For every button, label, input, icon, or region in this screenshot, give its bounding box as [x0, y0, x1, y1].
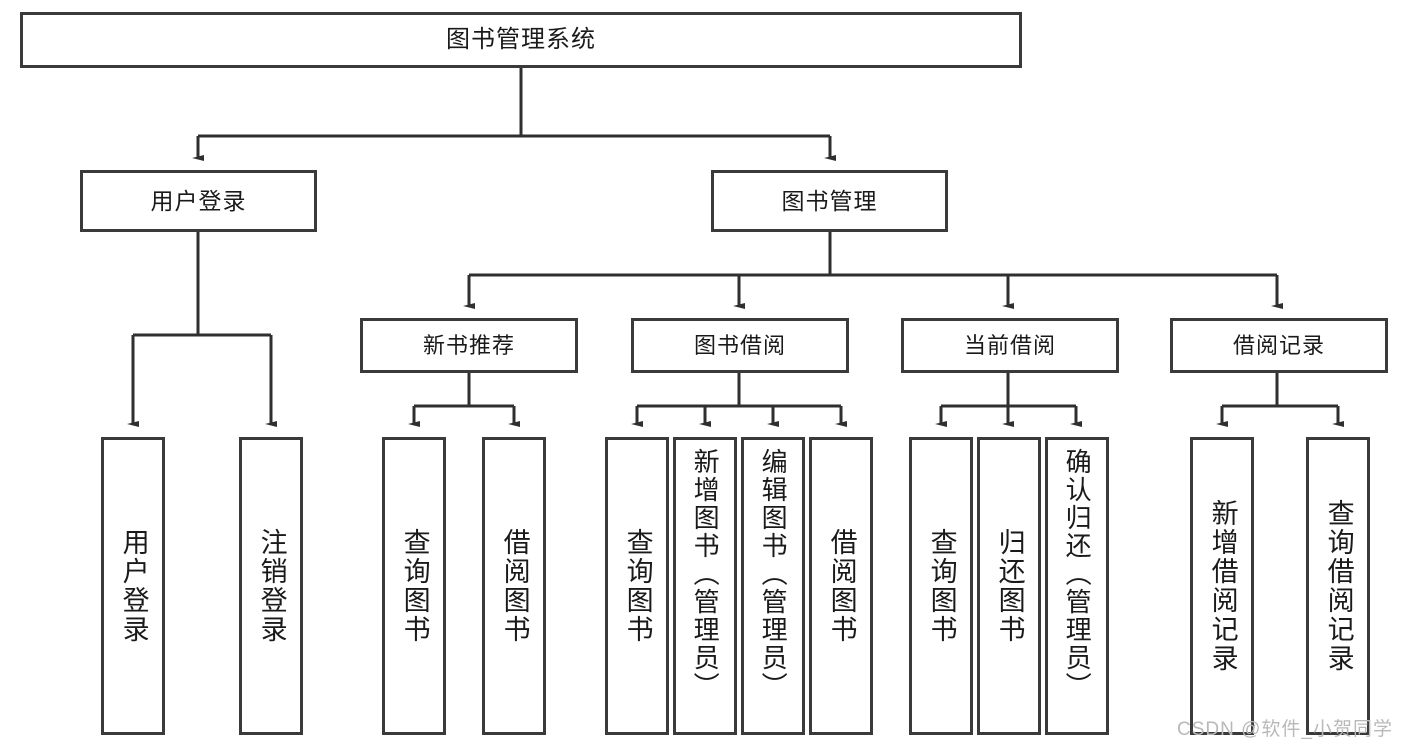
leaf-edit-book-admin[interactable]: 编辑图书（管理员） [741, 437, 805, 735]
node-borrow-record-label: 借阅记录 [1232, 332, 1325, 358]
leaf-return-book-label: 归还图书 [994, 528, 1025, 644]
watermark: CSDN @软件_小贺同学 [1177, 719, 1393, 740]
node-current-borrow[interactable]: 当前借阅 [901, 318, 1119, 373]
leaf-logout[interactable]: 注销登录 [239, 437, 303, 735]
node-new-book-recommend-label: 新书推荐 [422, 332, 515, 358]
node-current-borrow-label: 当前借阅 [963, 332, 1056, 358]
node-book-borrow[interactable]: 图书借阅 [631, 318, 849, 373]
leaf-return-book[interactable]: 归还图书 [977, 437, 1041, 735]
leaf-logout-label: 注销登录 [256, 528, 287, 644]
leaf-confirm-return-admin[interactable]: 确认归还（管理员） [1045, 437, 1109, 735]
leaf-add-book-admin-label: 新增图书（管理员） [690, 448, 721, 700]
leaf-user-login-label: 用户登录 [118, 528, 149, 644]
leaf-add-book-admin[interactable]: 新增图书（管理员） [673, 437, 737, 735]
node-borrow-record[interactable]: 借阅记录 [1170, 318, 1388, 373]
leaf-borrow-book[interactable]: 借阅图书 [809, 437, 873, 735]
leaf-query-book-recommend-label: 查询图书 [399, 528, 430, 644]
leaf-borrow-book-recommend[interactable]: 借阅图书 [482, 437, 546, 735]
leaf-confirm-return-admin-label: 确认归还（管理员） [1062, 448, 1093, 700]
leaf-add-borrow-record[interactable]: 新增借阅记录 [1190, 437, 1254, 735]
node-user-login[interactable]: 用户登录 [80, 170, 317, 232]
node-book-management-label: 图书管理 [781, 187, 878, 214]
node-new-book-recommend[interactable]: 新书推荐 [360, 318, 578, 373]
leaf-add-borrow-record-label: 新增借阅记录 [1207, 499, 1238, 673]
leaf-borrow-book-label: 借阅图书 [826, 528, 857, 644]
leaf-edit-book-admin-label: 编辑图书（管理员） [758, 448, 789, 700]
node-book-management[interactable]: 图书管理 [711, 170, 948, 232]
leaf-query-book-borrow[interactable]: 查询图书 [605, 437, 669, 735]
leaf-query-book-recommend[interactable]: 查询图书 [382, 437, 446, 735]
leaf-query-borrow-record[interactable]: 查询借阅记录 [1306, 437, 1370, 735]
leaf-user-login[interactable]: 用户登录 [101, 437, 165, 735]
node-book-borrow-label: 图书借阅 [693, 332, 786, 358]
node-root-label: 图书管理系统 [446, 26, 596, 54]
leaf-borrow-book-recommend-label: 借阅图书 [499, 528, 530, 644]
leaf-query-book-current-label: 查询图书 [926, 528, 957, 644]
leaf-query-book-borrow-label: 查询图书 [622, 528, 653, 644]
leaf-query-book-current[interactable]: 查询图书 [909, 437, 973, 735]
leaf-query-borrow-record-label: 查询借阅记录 [1323, 499, 1354, 673]
node-root[interactable]: 图书管理系统 [20, 12, 1022, 68]
node-user-login-label: 用户登录 [150, 187, 247, 214]
